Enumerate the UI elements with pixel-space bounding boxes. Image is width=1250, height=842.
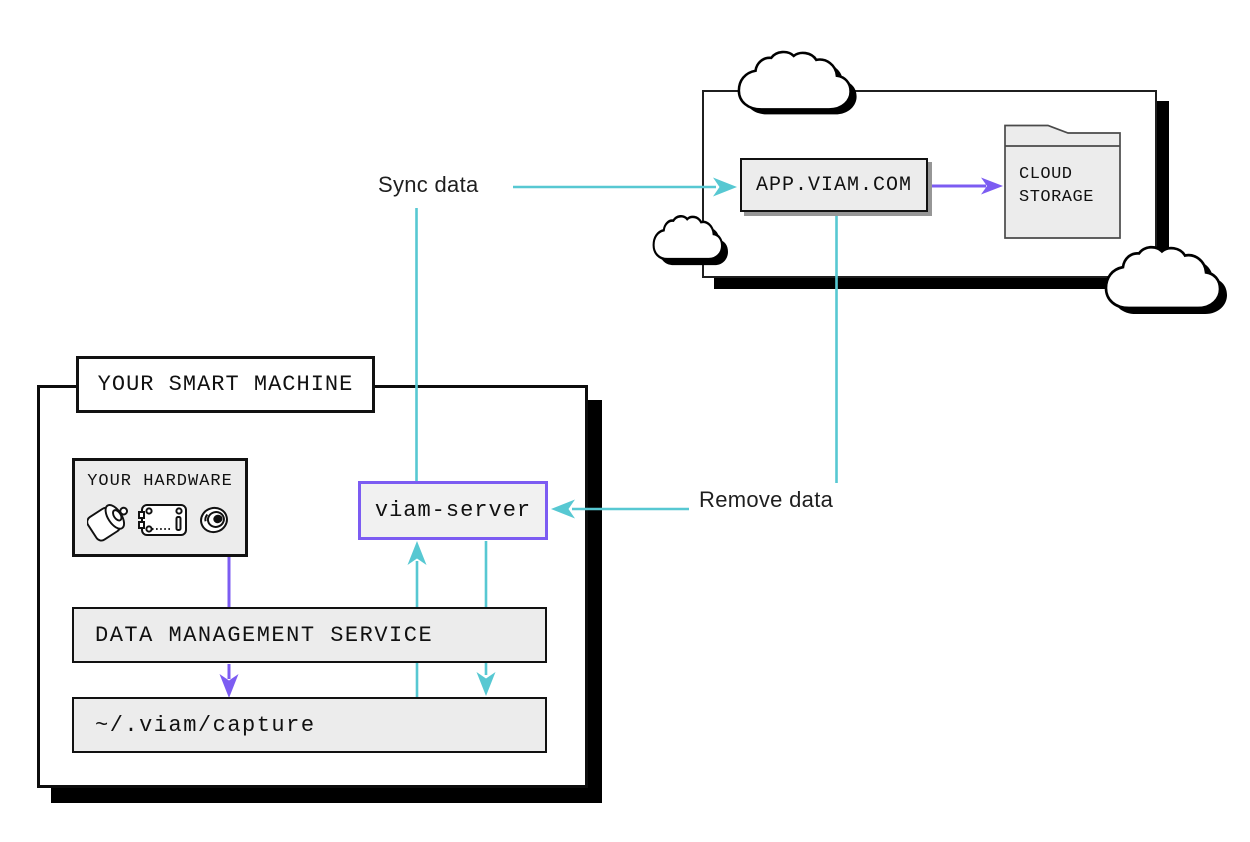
app-to-storage-arrow — [930, 177, 1003, 195]
cloud-storage-label: CLOUD STORAGE — [1019, 163, 1094, 209]
hardware-icon-row — [87, 498, 233, 542]
cloud-storage-line1: CLOUD — [1019, 165, 1073, 184]
cloud-icon — [652, 215, 728, 266]
app-viam-com-box: APP.VIAM.COM — [740, 158, 928, 212]
capture-path-box: ~/.viam/capture — [72, 697, 547, 753]
remove-data-arrow — [551, 213, 838, 519]
motor-icon — [87, 504, 128, 542]
data-management-service-box: DATA MANAGEMENT SERVICE — [72, 607, 547, 663]
folder-icon — [1004, 124, 1121, 239]
cloud-storage-line2: STORAGE — [1019, 188, 1094, 207]
circuit-board-icon — [138, 504, 187, 536]
dataservice-to-capture-arrow — [219, 664, 239, 698]
your-hardware-box: YOUR HARDWARE — [72, 458, 248, 557]
viam-server-box: viam-server — [358, 481, 548, 540]
sync-data-label: Sync data — [378, 172, 479, 197]
remove-data-label: Remove data — [699, 487, 834, 512]
camera-lens-icon — [200, 506, 228, 534]
cloud-icon — [1104, 245, 1227, 315]
your-hardware-label: YOUR HARDWARE — [87, 472, 233, 491]
cloud-icon — [737, 50, 857, 115]
sync-data-arrow — [415, 177, 737, 481]
smart-machine-title: YOUR SMART MACHINE — [76, 356, 375, 413]
